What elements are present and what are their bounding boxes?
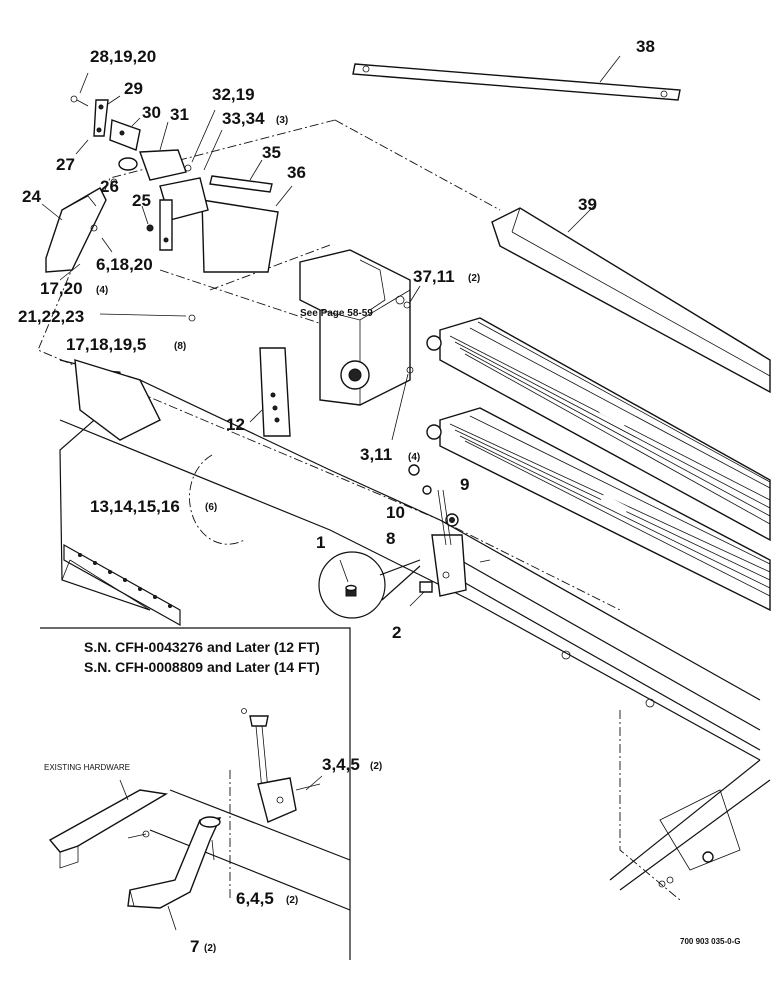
- see-page-ref: See Page 58-59: [300, 308, 373, 319]
- callout-21-22-23: 21,22,23: [18, 307, 84, 326]
- callout-10: 10: [386, 503, 405, 522]
- part-29-link: [93, 95, 121, 137]
- callout-8: 8: [386, 529, 395, 548]
- perforated-strip: [63, 543, 181, 627]
- callout-3-11: 3,11: [360, 445, 392, 464]
- callout-7: 7: [190, 937, 199, 956]
- left-bracket: [74, 359, 161, 441]
- callout-13-qty: (6): [205, 502, 217, 513]
- callout-30: 30: [142, 103, 161, 122]
- hardware-circle-13: [189, 454, 245, 545]
- gearbox-housing: [299, 249, 411, 406]
- callout-3-4-5: 3,4,5: [322, 755, 360, 774]
- callout-32: 32,19: [212, 85, 255, 104]
- callout-17-20-qty: (4): [96, 285, 108, 296]
- part-38-bar: [352, 55, 681, 101]
- callout-26: 26: [100, 177, 119, 196]
- callout-33-qty: (3): [276, 115, 288, 126]
- upper-roller: [426, 317, 771, 542]
- callout-3-11-qty: (4): [408, 452, 420, 463]
- callout-38: 38: [636, 37, 655, 56]
- callout-29: 29: [124, 79, 143, 98]
- callout-37-11-qty: (2): [468, 273, 480, 284]
- part-28-bolt: [70, 72, 89, 107]
- bracket-9-assembly: [408, 464, 491, 607]
- callout-36: 36: [287, 163, 306, 182]
- part-39-tube: [491, 203, 771, 394]
- callout-25: 25: [132, 191, 151, 210]
- callout-37-11: 37,11: [413, 267, 455, 286]
- right-frame: [459, 559, 771, 901]
- callout-3-4-5-qty: (2): [370, 761, 382, 772]
- inset-panel: [40, 627, 351, 960]
- callout-35: 35: [262, 143, 281, 162]
- part-32-clip: [184, 109, 216, 172]
- callout-9: 9: [460, 475, 469, 494]
- callout-6-4-5-qty: (2): [286, 895, 298, 906]
- part-12-plate: [249, 347, 291, 437]
- callout-17-18-19-5: 17,18,19,5: [66, 335, 146, 354]
- callout-6-18-20: 6,18,20: [96, 255, 153, 274]
- part-1-detail: [318, 551, 421, 619]
- inset-sn-line2: S.N. CFH-0008809 and Later (14 FT): [84, 659, 320, 675]
- pivot-bracket-assembly: [141, 177, 209, 251]
- callout-33: 33,34: [222, 109, 265, 128]
- part-30-plate: [109, 117, 141, 151]
- callout-7-qty: (2): [204, 943, 216, 954]
- callout-13: 13,14,15,16: [90, 497, 180, 516]
- callout-17-20: 17,20: [40, 279, 83, 298]
- part-35-bar: [209, 159, 273, 193]
- callout-27: 27: [56, 155, 75, 174]
- figure-reference: 700 903 035-0-G: [680, 937, 741, 946]
- callout-31: 31: [170, 105, 189, 124]
- callout-6-4-5: 6,4,5: [236, 889, 274, 908]
- inset-drawing: [48, 708, 351, 931]
- inset-sn-line1: S.N. CFH-0043276 and Later (12 FT): [84, 639, 320, 655]
- part-36-plate: [201, 185, 293, 273]
- callout-2: 2: [392, 623, 401, 642]
- callout-39: 39: [578, 195, 597, 214]
- inset-existing-hardware: EXISTING HARDWARE: [44, 763, 130, 772]
- part-31-bracket: [139, 121, 187, 181]
- callout-12: 12: [226, 415, 245, 434]
- callout-28: 28,19,20: [90, 47, 156, 66]
- callout-17-18-19-5-qty: (8): [174, 341, 186, 352]
- part-26-bushing: [110, 157, 138, 186]
- callout-1: 1: [316, 533, 325, 552]
- lower-roller: [426, 407, 771, 612]
- callout-24: 24: [22, 187, 41, 206]
